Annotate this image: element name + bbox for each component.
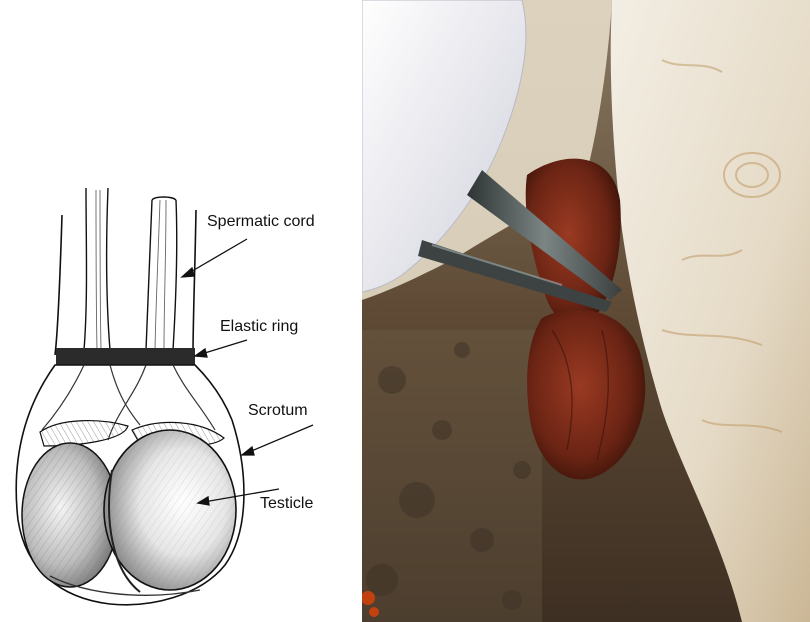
anatomy-illustration (0, 0, 358, 622)
castration-photo (362, 0, 810, 622)
label-elastic-ring: Elastic ring (220, 318, 298, 336)
spermatic-cords (84, 188, 177, 350)
photo-illustration (362, 0, 810, 622)
label-spermatic-cord: Spermatic cord (207, 213, 315, 231)
anatomy-diagram: Spermatic cord Elastic ring Scrotum Test… (0, 0, 358, 622)
label-scrotum: Scrotum (248, 402, 308, 420)
scrotum-outline (55, 210, 196, 355)
elastic-ring-band (56, 348, 195, 365)
right-testicle (104, 430, 236, 592)
label-testicle: Testicle (260, 495, 313, 513)
